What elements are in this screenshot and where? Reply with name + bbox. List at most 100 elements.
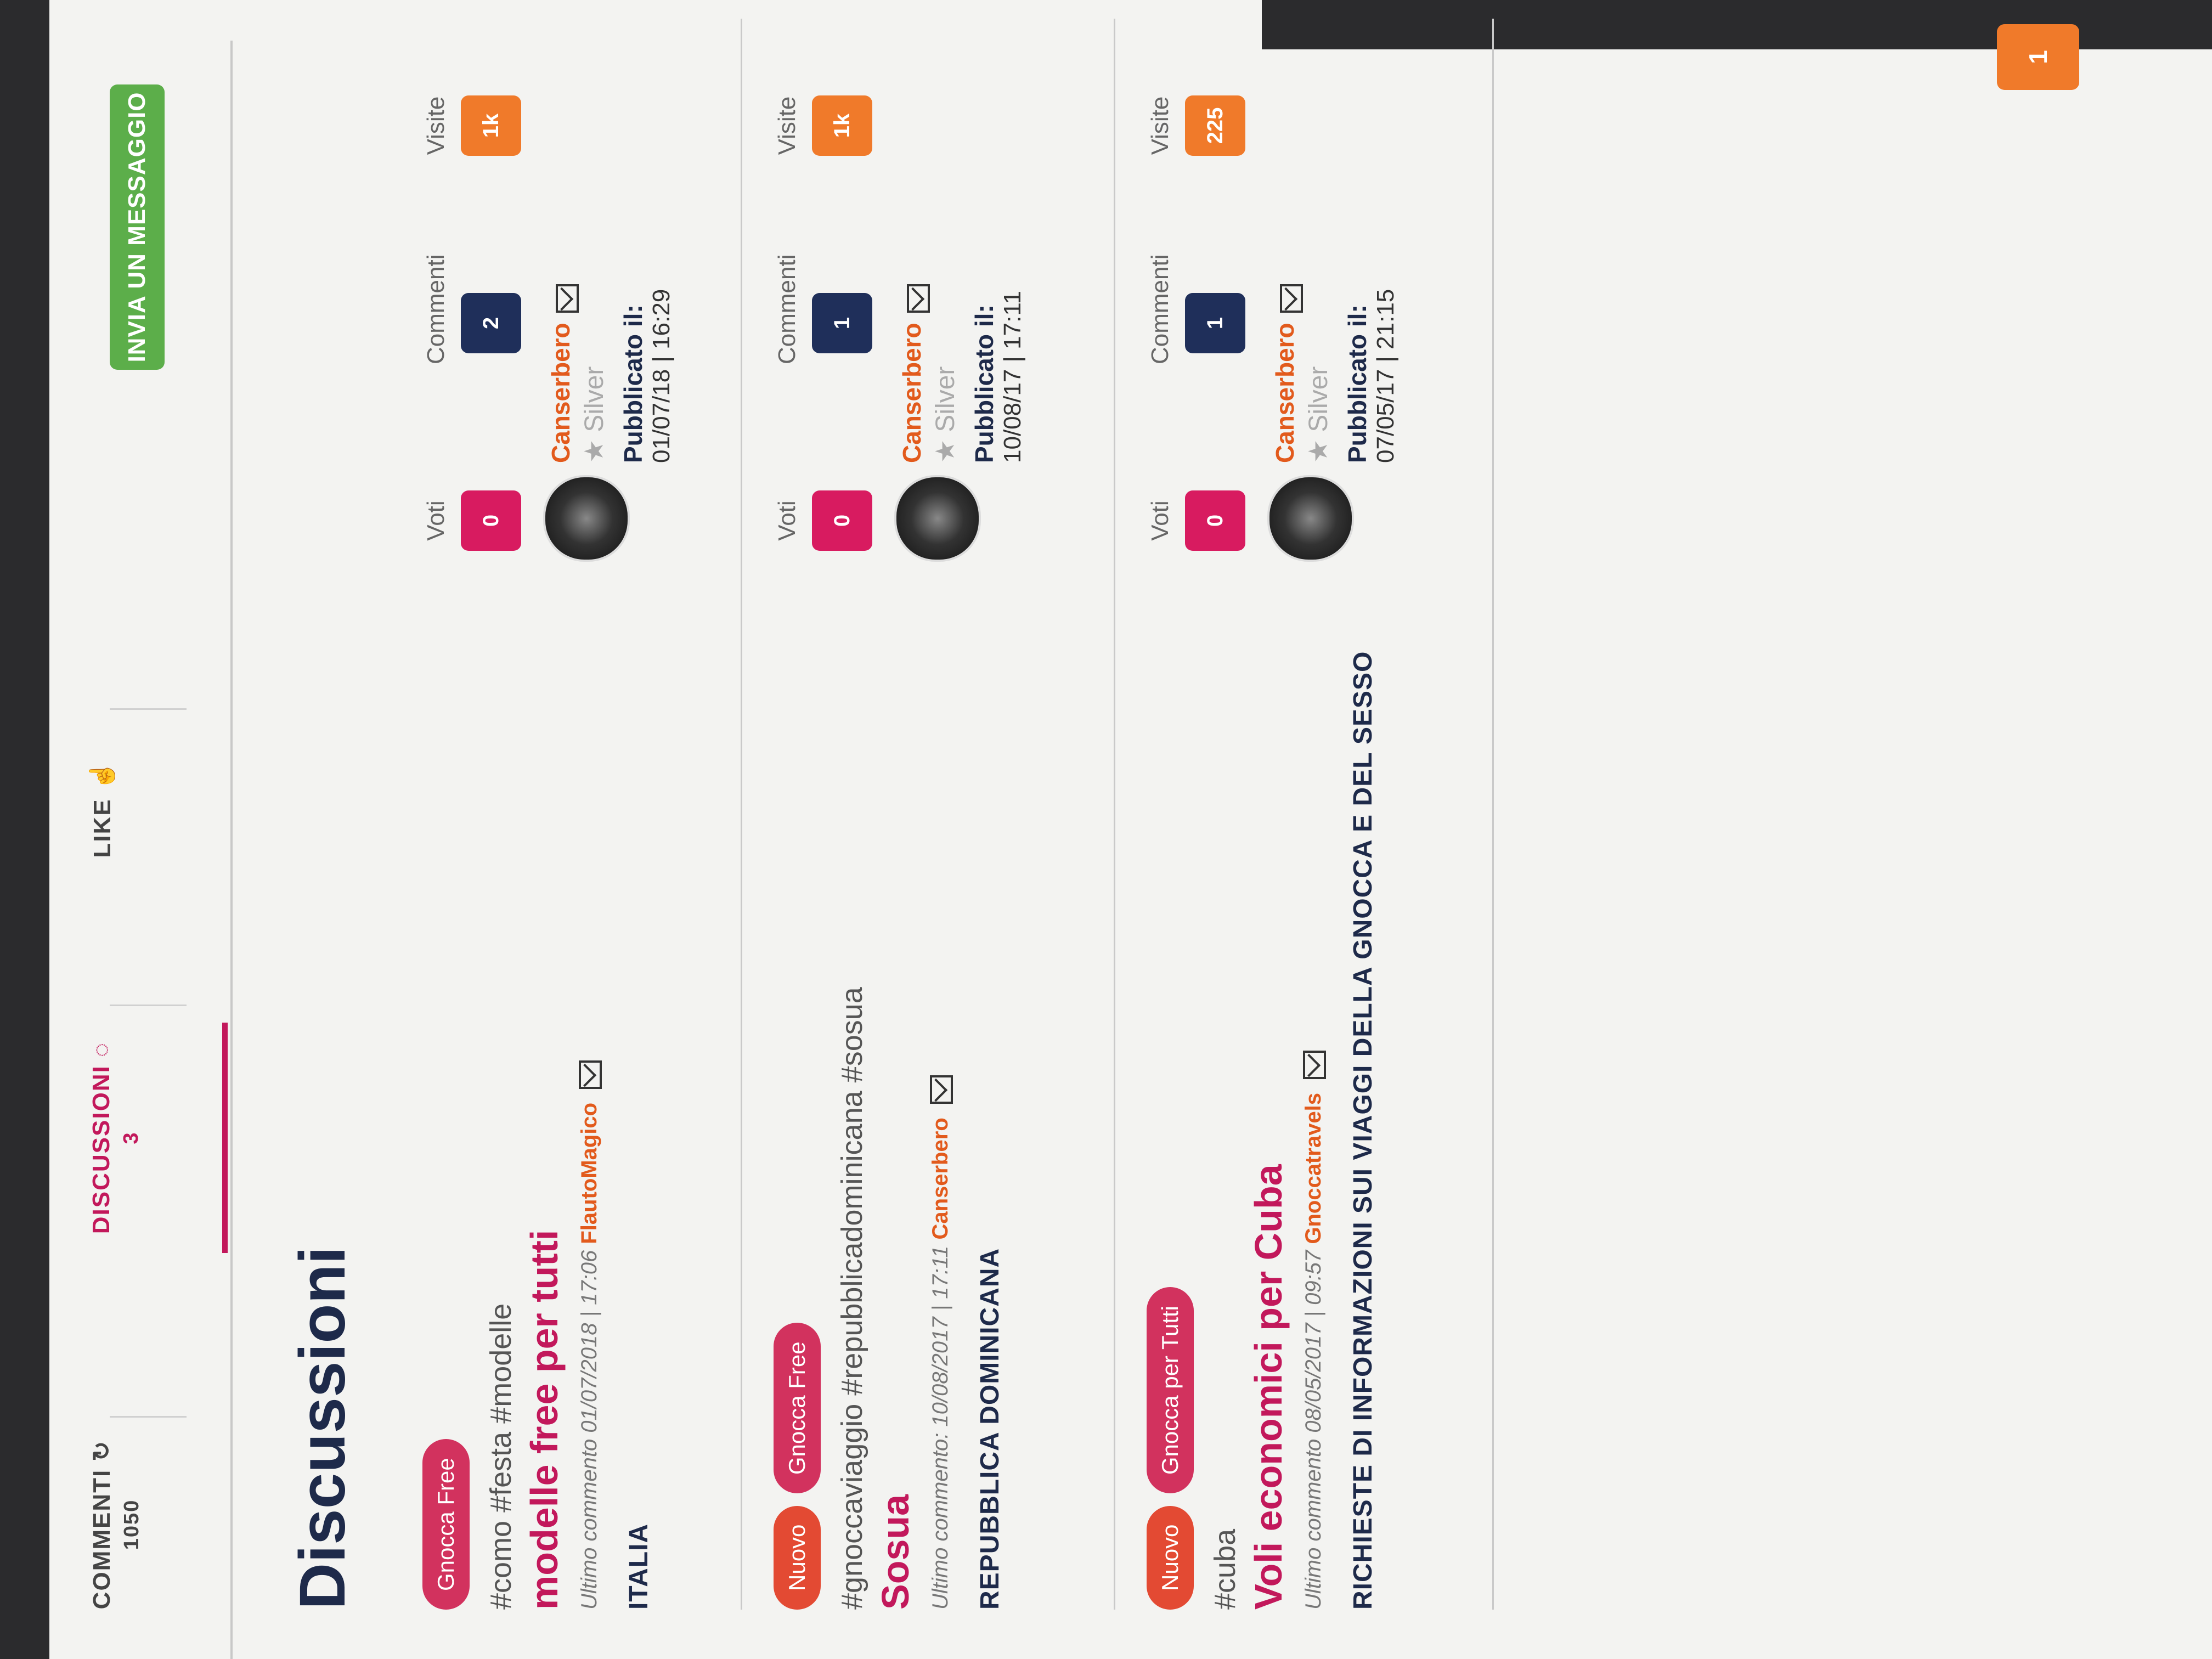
mail-icon[interactable] <box>555 284 579 313</box>
visits-label: Visite <box>1147 96 1173 155</box>
mail-icon[interactable] <box>1279 284 1303 313</box>
author-name[interactable]: Canserbero <box>546 323 575 463</box>
published-label: Pubblicato il: <box>969 304 998 463</box>
published-label: Pubblicato il: <box>1342 304 1372 463</box>
row-divider <box>1492 19 1494 1610</box>
new-badge: Nuovo <box>1147 1505 1194 1610</box>
pagination-current-page[interactable]: 1 <box>1997 24 2079 90</box>
author-avatar[interactable] <box>1267 475 1354 562</box>
last-comment-date: Ultimo commento 01/07/2018 | 17:06 <box>577 1250 601 1610</box>
author-rank-label: Silver <box>930 366 960 432</box>
votes-count[interactable]: 0 <box>812 490 872 551</box>
tab-discussions-count: 3 <box>120 1131 143 1144</box>
last-comment-user[interactable]: FlautoMagico <box>577 1102 601 1244</box>
discussion-tags[interactable]: #cuba <box>1209 1528 1242 1610</box>
speech-bubble-icon: ↻ <box>88 1440 115 1462</box>
author-block: Canserbero ★ Silver Pubblicato il: 10/08… <box>897 46 1026 463</box>
votes-label: Voti <box>422 500 449 541</box>
last-comment: Ultimo commento 08/05/2017 | 09:57 Gnocc… <box>1301 650 1327 1610</box>
tab-separator <box>110 708 187 710</box>
author-name[interactable]: Canserbero <box>898 323 926 463</box>
last-comment-date: Ultimo commento 08/05/2017 | 09:57 <box>1301 1250 1325 1610</box>
star-icon: ★ <box>1304 432 1333 463</box>
visits-count: 225 <box>1185 95 1245 156</box>
visits-label: Visite <box>422 96 449 155</box>
last-comment: Ultimo commento: 10/08/2017 | 17:11 Cans… <box>928 650 953 1610</box>
tab-separator <box>110 1005 187 1006</box>
tab-separator <box>110 1416 187 1418</box>
tab-like-label: LIKE <box>89 798 116 858</box>
active-tab-indicator <box>222 1023 228 1253</box>
row-divider <box>741 19 742 1610</box>
speech-bubble-icon: ◌ <box>88 1041 115 1057</box>
mail-icon[interactable] <box>1303 1050 1327 1079</box>
tab-comments-count: 1050 <box>120 1499 143 1550</box>
last-comment-user[interactable]: Canserbero <box>928 1118 952 1240</box>
category-badge[interactable]: Gnocca per Tutti <box>1147 1286 1194 1494</box>
discussion-title[interactable]: Sosua <box>874 1494 917 1610</box>
author-rank: ★ Silver <box>930 46 961 463</box>
author-rank: ★ Silver <box>1303 46 1334 463</box>
published-date: 01/07/18 | 16:29 <box>647 289 675 463</box>
region-label[interactable]: REPUBBLICA DOMINICANA <box>975 1248 1005 1610</box>
discussion-item: Gnocca Free #como #festa #modelle modell… <box>422 650 654 1610</box>
published-date: 10/08/17 | 17:11 <box>998 291 1026 463</box>
category-badge[interactable]: Gnocca Free <box>774 1323 821 1494</box>
discussion-item: Nuovo Gnocca Free #gnoccaviaggio #repubb… <box>774 650 1005 1610</box>
comments-count[interactable]: 1 <box>812 293 872 353</box>
votes-label: Voti <box>1147 500 1173 541</box>
discussion-stats: Voti Commenti Visite 0 2 1k Canserbero ★… <box>422 41 730 562</box>
badge-row: Nuovo Gnocca per Tutti <box>1147 650 1194 1610</box>
last-comment: Ultimo commento 01/07/2018 | 17:06 Flaut… <box>577 650 602 1610</box>
discussion-tags[interactable]: #como #festa #modelle <box>484 1303 517 1610</box>
mail-icon[interactable] <box>930 1075 953 1104</box>
tab-discussions-label: DISCUSSIONI <box>88 1065 115 1234</box>
comments-count[interactable]: 2 <box>461 293 521 353</box>
visits-label: Visite <box>774 96 800 155</box>
author-avatar[interactable] <box>543 475 630 562</box>
votes-count[interactable]: 0 <box>1185 490 1245 551</box>
author-block: Canserbero ★ Silver Pubblicato il: 07/05… <box>1270 46 1400 463</box>
header-divider <box>230 41 233 1659</box>
star-icon: ★ <box>930 432 960 463</box>
published-date: 07/05/17 | 21:15 <box>1372 289 1399 463</box>
author-name[interactable]: Canserbero <box>1271 323 1299 463</box>
dark-frame-top <box>0 0 49 1659</box>
tab-discussions[interactable]: DISCUSSIONI ◌ 3 <box>88 1023 219 1253</box>
discussion-item: Nuovo Gnocca per Tutti #cuba Voli econom… <box>1147 650 1378 1610</box>
last-comment-date: Ultimo commento: 10/08/2017 | 17:11 <box>928 1245 952 1610</box>
comments-count[interactable]: 1 <box>1185 293 1245 353</box>
votes-count[interactable]: 0 <box>461 490 521 551</box>
discussion-stats: Voti Commenti Visite 0 1 1k Canserbero ★… <box>774 41 1081 562</box>
mail-icon[interactable] <box>579 1060 602 1089</box>
region-label[interactable]: ITALIA <box>624 1523 654 1610</box>
tab-like[interactable]: LIKE ☝ <box>88 726 219 891</box>
page-title: Discussioni <box>286 1246 359 1610</box>
last-comment-user[interactable]: Gnoccatravels <box>1301 1092 1325 1244</box>
visits-count: 1k <box>812 95 872 156</box>
send-message-button[interactable]: INVIA UN MESSAGGIO <box>110 84 165 370</box>
comments-label: Commenti <box>1147 254 1173 365</box>
mail-icon[interactable] <box>906 284 930 313</box>
category-badge[interactable]: Gnocca Free <box>422 1439 470 1610</box>
votes-label: Voti <box>774 500 800 541</box>
badge-row: Nuovo Gnocca Free <box>774 650 821 1610</box>
visits-count: 1k <box>461 95 521 156</box>
discussion-title[interactable]: Voli economici per Cuba <box>1247 1164 1290 1610</box>
thumbs-up-icon: ☝ <box>89 759 116 791</box>
discussion-tags[interactable]: #gnoccaviaggio #repubblicadominicana #so… <box>836 987 868 1610</box>
author-rank-label: Silver <box>1304 366 1333 432</box>
author-avatar[interactable] <box>894 475 981 562</box>
region-label[interactable]: RICHIESTE DI INFORMAZIONI SUI VIAGGI DEL… <box>1348 651 1378 1610</box>
discussion-stats: Voti Commenti Visite 0 1 225 Canserbero … <box>1147 41 1454 562</box>
author-rank-label: Silver <box>579 366 609 432</box>
star-icon: ★ <box>579 432 609 463</box>
tab-comments[interactable]: COMMENTI ↻ 1050 <box>88 1434 219 1615</box>
published-label: Pubblicato il: <box>618 304 647 463</box>
author-block: Canserbero ★ Silver Pubblicato il: 01/07… <box>546 46 675 463</box>
author-rank: ★ Silver <box>579 46 610 463</box>
new-badge: Nuovo <box>774 1505 821 1610</box>
row-divider <box>1114 19 1115 1610</box>
discussion-title[interactable]: modelle free per tutti <box>523 1229 566 1610</box>
